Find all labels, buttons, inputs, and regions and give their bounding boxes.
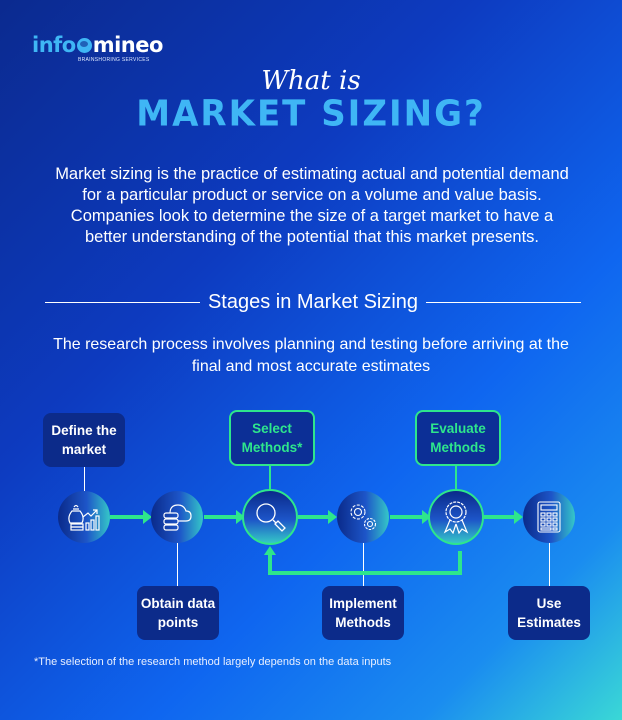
feedback-arrowhead <box>264 546 276 555</box>
stage-label-text: Obtain data points <box>140 596 216 630</box>
flow-arrow <box>204 510 245 524</box>
stage-label-text: Use Estimates <box>517 596 581 630</box>
stage-label-implement: Implement Methods <box>322 586 404 640</box>
flow-arrow <box>298 510 337 524</box>
magnifier-icon <box>254 501 286 533</box>
feedback-loop-arrow <box>268 551 462 575</box>
calculator-icon <box>537 501 561 533</box>
stage-label-text: Implement Methods <box>329 596 397 630</box>
stage-label-text: Evaluate Methods <box>430 421 486 455</box>
stage-node-select <box>242 489 298 545</box>
connector-line <box>269 464 271 491</box>
footnote: *The selection of the research method la… <box>34 656 392 668</box>
section-header: Stages in Market Sizing <box>45 291 582 314</box>
stage-node-define <box>58 491 110 543</box>
connector-line <box>84 467 85 491</box>
title-script: What is <box>261 66 361 96</box>
cloud-database-icon <box>160 501 194 533</box>
stage-node-use <box>523 491 575 543</box>
flow-arrow <box>484 510 523 524</box>
stage-label-evaluate: Evaluate Methods <box>415 410 501 466</box>
logo-text-info: info <box>32 33 76 57</box>
stage-label-use: Use Estimates <box>508 586 590 640</box>
section-title: Stages in Market Sizing <box>207 291 419 313</box>
brand-logo: info mineo BRAINSHORING SERVICES <box>32 33 164 63</box>
stage-label-select: Select Methods* <box>229 410 315 466</box>
stage-label-text: Select Methods* <box>241 421 303 455</box>
section-subtitle: The research process involves planning a… <box>53 336 569 375</box>
stage-node-implement <box>337 491 389 543</box>
connector-line <box>363 542 364 586</box>
connector-line <box>549 542 550 586</box>
logo-tagline: BRAINSHORING SERVICES <box>78 57 150 63</box>
flow-arrow <box>390 510 431 524</box>
stage-node-evaluate <box>428 489 484 545</box>
divider-right <box>426 302 582 303</box>
flow-arrow <box>110 510 152 524</box>
divider-left <box>45 302 200 303</box>
money-bag-growth-icon <box>66 501 102 533</box>
intro-paragraph: Market sizing is the practice of estimat… <box>55 165 569 246</box>
connector-line <box>455 464 457 491</box>
stage-label-obtain: Obtain data points <box>137 586 219 640</box>
stage-label-text: Define the market <box>51 423 117 457</box>
page-title: MARKET SIZING? <box>136 93 486 135</box>
award-ribbon-icon <box>441 500 471 534</box>
globe-icon <box>76 38 92 53</box>
connector-line <box>177 542 178 586</box>
gears-icon <box>346 500 380 534</box>
logo-text-mineo: mineo <box>92 33 164 57</box>
stage-label-define: Define the market <box>43 413 125 467</box>
stage-node-obtain <box>151 491 203 543</box>
